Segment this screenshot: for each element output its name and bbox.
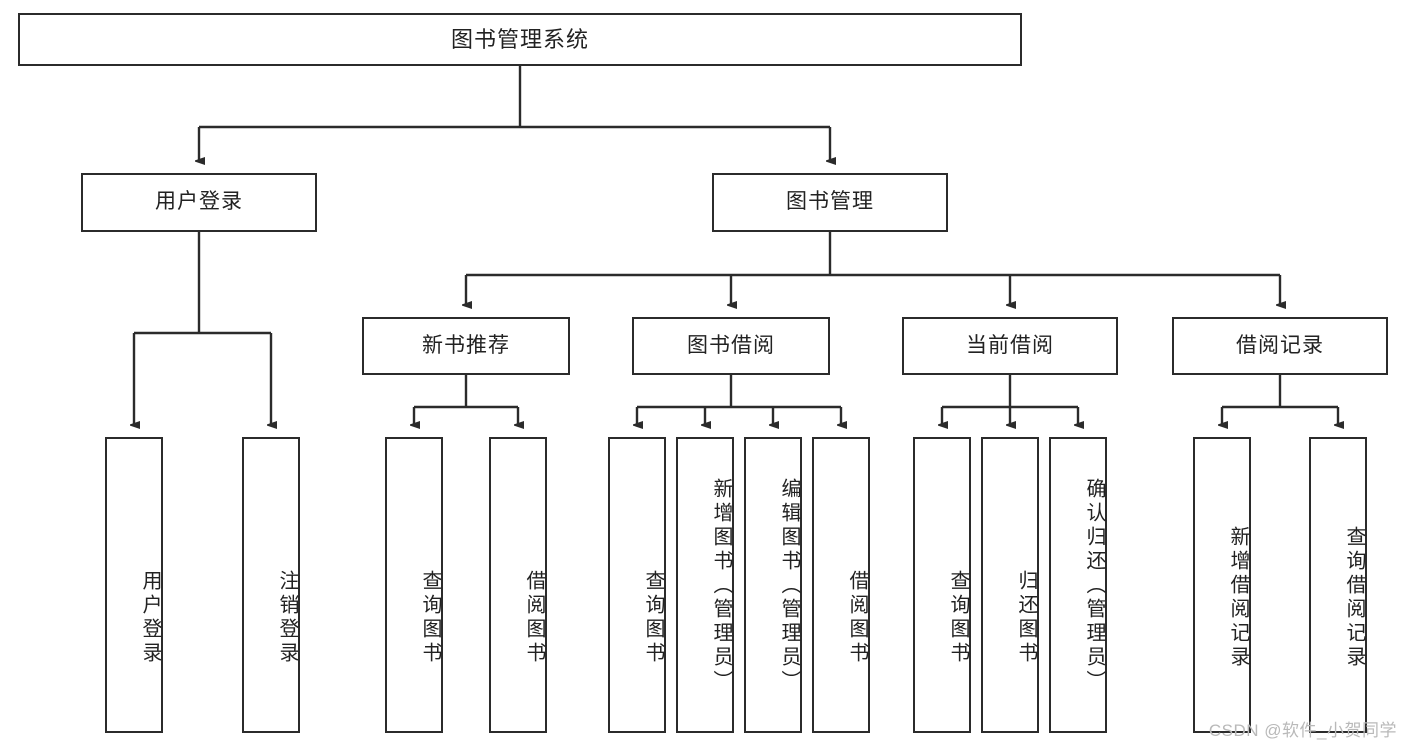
- node-root-label: 图书管理系统: [450, 26, 589, 52]
- leaf-add-book-label: 新增图书（管理员）: [710, 478, 732, 694]
- leaf-add-record[interactable]: 新增借阅记录: [1193, 437, 1251, 733]
- leaf-query-record-label: 查询借阅记录: [1343, 526, 1365, 670]
- leaf-query-book-1-label: 查询图书: [419, 570, 441, 666]
- node-current-borrow-label: 当前借阅: [966, 333, 1054, 357]
- node-user-login[interactable]: 用户登录: [81, 173, 317, 232]
- leaf-borrow-book-2[interactable]: 借阅图书: [812, 437, 870, 733]
- leaf-return-book[interactable]: 归还图书: [981, 437, 1039, 733]
- node-book-borrow-label: 图书借阅: [687, 333, 775, 357]
- node-new-book-rec-label: 新书推荐: [422, 333, 510, 357]
- node-current-borrow[interactable]: 当前借阅: [902, 317, 1118, 375]
- leaf-query-book-1[interactable]: 查询图书: [385, 437, 443, 733]
- leaf-confirm-return-label: 确认归还（管理员）: [1083, 478, 1105, 694]
- leaf-borrow-book-1[interactable]: 借阅图书: [489, 437, 547, 733]
- leaf-add-book[interactable]: 新增图书（管理员）: [676, 437, 734, 733]
- leaf-return-book-label: 归还图书: [1015, 570, 1037, 666]
- leaf-query-book-3-label: 查询图书: [947, 570, 969, 666]
- leaf-borrow-book-2-label: 借阅图书: [846, 570, 868, 666]
- node-new-book-rec[interactable]: 新书推荐: [362, 317, 570, 375]
- leaf-query-book-2-label: 查询图书: [642, 570, 664, 666]
- leaf-edit-book[interactable]: 编辑图书（管理员）: [744, 437, 802, 733]
- node-book-manage-label: 图书管理: [786, 190, 874, 214]
- node-root[interactable]: 图书管理系统: [18, 13, 1022, 66]
- node-book-manage[interactable]: 图书管理: [712, 173, 948, 232]
- leaf-logout-label: 注销登录: [276, 570, 298, 666]
- node-borrow-record-label: 借阅记录: [1236, 333, 1324, 357]
- node-user-login-label: 用户登录: [155, 190, 243, 214]
- watermark-text: CSDN @软件_小贺同学: [1208, 721, 1397, 740]
- node-borrow-record[interactable]: 借阅记录: [1172, 317, 1388, 375]
- leaf-user-login-label: 用户登录: [139, 570, 161, 666]
- leaf-query-book-2[interactable]: 查询图书: [608, 437, 666, 733]
- leaf-add-record-label: 新增借阅记录: [1227, 526, 1249, 670]
- leaf-query-book-3[interactable]: 查询图书: [913, 437, 971, 733]
- leaf-borrow-book-1-label: 借阅图书: [523, 570, 545, 666]
- leaf-query-record[interactable]: 查询借阅记录: [1309, 437, 1367, 733]
- leaf-logout[interactable]: 注销登录: [242, 437, 300, 733]
- node-book-borrow[interactable]: 图书借阅: [632, 317, 830, 375]
- leaf-confirm-return[interactable]: 确认归还（管理员）: [1049, 437, 1107, 733]
- leaf-edit-book-label: 编辑图书（管理员）: [778, 478, 800, 694]
- leaf-user-login[interactable]: 用户登录: [105, 437, 163, 733]
